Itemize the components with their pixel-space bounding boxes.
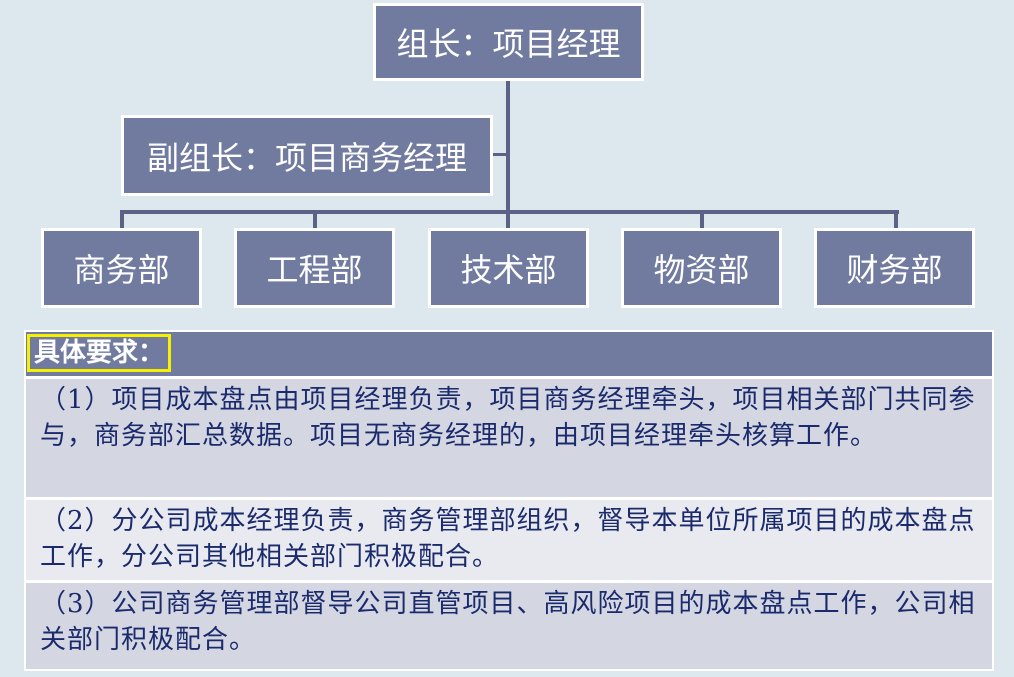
requirement-text: （3）公司商务管理部督导公司直管项目、高风险项目的成本盘点工作，公司相关部门积极… xyxy=(40,589,976,655)
dept-box-materials: 物资部 xyxy=(621,228,782,308)
leader-box: 组长：项目经理 xyxy=(373,3,644,81)
deputy-label: 副组长：项目商务经理 xyxy=(146,138,467,177)
connector-dept-4 xyxy=(700,210,704,229)
requirement-text: （2）分公司成本经理负责，商务管理部组织，督导本单位所属项目的成本盘点工作，分公… xyxy=(40,506,976,572)
dept-box-engineering: 工程部 xyxy=(234,228,395,308)
requirement-row: （3）公司商务管理部督导公司直管项目、高风险项目的成本盘点工作，公司相关部门积极… xyxy=(26,583,992,669)
leader-label: 组长：项目经理 xyxy=(396,25,621,63)
dept-label: 技术部 xyxy=(460,251,557,289)
requirement-row: （2）分公司成本经理负责，商务管理部组织，督导本单位所属项目的成本盘点工作，分公… xyxy=(26,500,992,580)
connector-deputy xyxy=(493,153,507,156)
requirement-row: （1）项目成本盘点由项目经理负责，项目商务经理牵头，项目相关部门共同参与，商务部… xyxy=(26,379,992,497)
deputy-box: 副组长：项目商务经理 xyxy=(121,115,493,196)
connector-trunk xyxy=(506,81,510,212)
dept-box-finance: 财务部 xyxy=(814,228,975,308)
dept-box-technical: 技术部 xyxy=(428,228,589,308)
dept-label: 财务部 xyxy=(846,251,943,289)
connector-dept-1 xyxy=(120,210,124,229)
dept-box-commerce: 商务部 xyxy=(41,228,202,308)
dept-label: 商务部 xyxy=(73,251,170,289)
requirement-text: （1）项目成本盘点由项目经理负责，项目商务经理牵头，项目相关部门共同参与，商务部… xyxy=(40,385,976,451)
connector-dept-3 xyxy=(506,210,510,229)
requirements-table: 具体要求： （1）项目成本盘点由项目经理负责，项目商务经理牵头，项目相关部门共同… xyxy=(24,330,994,671)
dept-label: 工程部 xyxy=(266,251,363,289)
connector-dept-2 xyxy=(313,210,317,229)
dept-label: 物资部 xyxy=(653,251,750,289)
requirements-header-row: 具体要求： xyxy=(26,332,992,376)
connector-dept-5 xyxy=(894,210,898,229)
requirements-header: 具体要求： xyxy=(27,334,172,372)
